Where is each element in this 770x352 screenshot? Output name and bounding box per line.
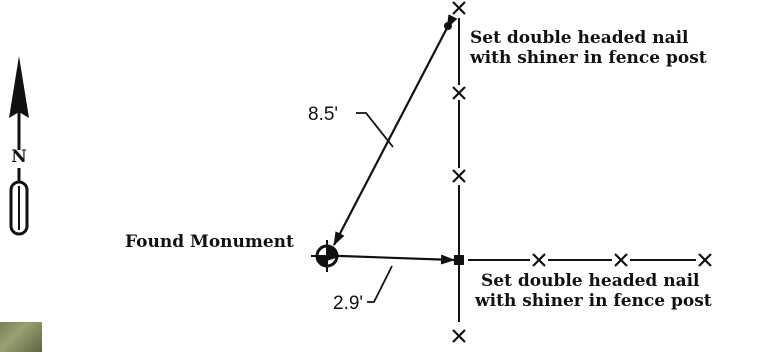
north-letter: N	[11, 147, 27, 167]
dimension-line-horizontal	[327, 250, 455, 265]
dimension-line-diagonal	[333, 14, 458, 246]
photo-thumbnail	[0, 322, 42, 352]
leader-diagonal	[356, 112, 394, 148]
leader-horizontal	[367, 265, 393, 303]
distance-label-diagonal: 8.5'	[308, 104, 338, 125]
x-mark-icon	[452, 86, 466, 100]
x-mark-icon	[452, 169, 466, 183]
monument-label: Found Monument	[125, 232, 294, 252]
nail-note-top-line1: Set double headed nail	[470, 28, 689, 48]
north-arrow-icon: N	[9, 56, 29, 236]
nail-note-top-line2: with shiner in fence post	[469, 48, 707, 68]
nail-note-right-line2: with shiner in fence post	[474, 291, 712, 311]
x-mark-icon	[532, 253, 546, 267]
nail-point-top	[444, 22, 452, 30]
x-mark-icon	[614, 253, 628, 267]
x-mark-icon	[698, 253, 712, 267]
distance-label-horizontal: 2.9'	[333, 293, 363, 314]
x-mark-icon	[452, 329, 466, 343]
x-mark-icon	[452, 1, 466, 15]
nail-point-corner	[454, 255, 464, 265]
survey-monument-icon	[311, 240, 343, 272]
nail-note-right-line1: Set double headed nail	[481, 271, 700, 291]
